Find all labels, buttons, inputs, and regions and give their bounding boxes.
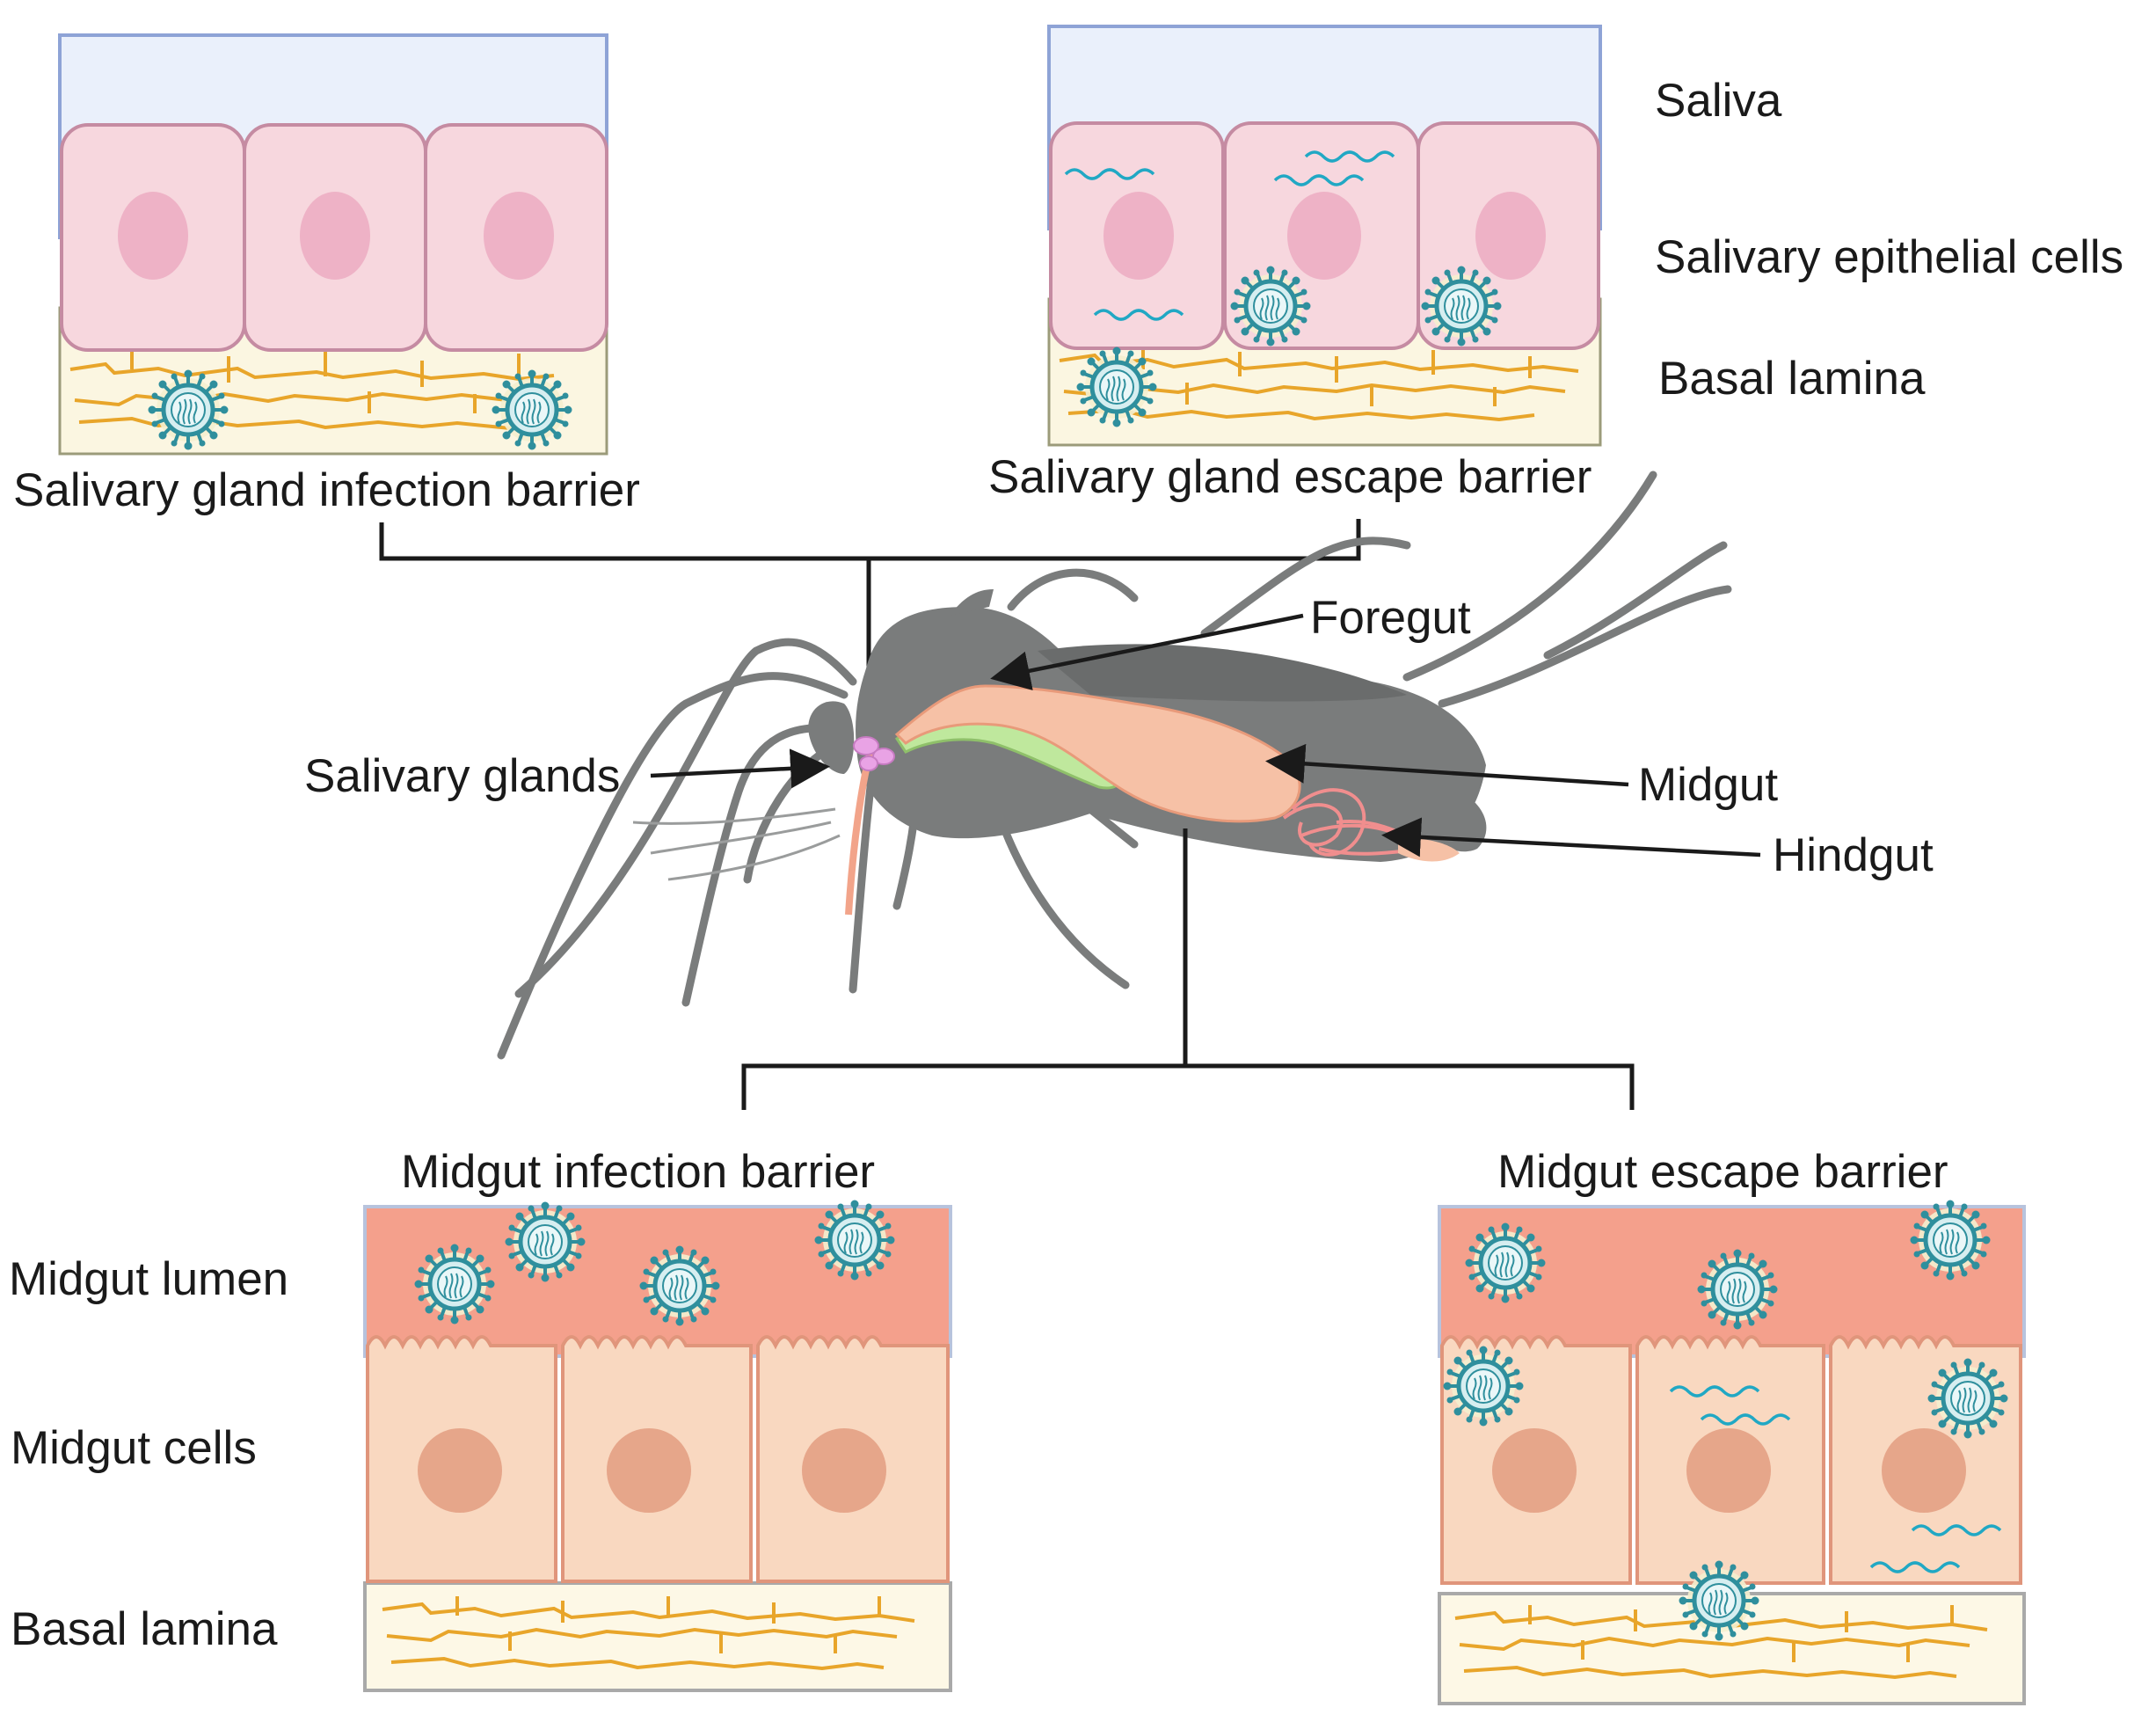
salivary-cell (243, 123, 427, 352)
nucleus (1686, 1428, 1771, 1513)
label-salivary-epithelial-cells: Salivary epithelial cells (1655, 231, 2123, 283)
virus-particle-icon (1466, 1223, 1546, 1303)
virus-particle-icon (506, 1202, 586, 1282)
label-basal-lamina-bottom: Basal lamina (11, 1603, 278, 1655)
nucleus (300, 192, 370, 280)
mosquito-illustration (497, 471, 1732, 1060)
nucleus (1882, 1428, 1966, 1513)
label-salivary-glands: Salivary glands (304, 750, 620, 802)
virus-particle-icon (1422, 266, 1502, 347)
midgut-escape-panel (1438, 1200, 2026, 1705)
midgut-cell (561, 1335, 753, 1583)
label-saliva: Saliva (1655, 75, 1782, 127)
midgut-cell (1635, 1335, 1825, 1585)
label-midgut: Midgut (1638, 759, 1778, 811)
virus-particle-icon (492, 370, 572, 450)
nucleus (1287, 192, 1361, 280)
virus-particle-icon (1698, 1250, 1778, 1330)
virus-particle-icon (640, 1246, 720, 1326)
title-midgut-escape-barrier: Midgut escape barrier (1497, 1146, 1948, 1198)
midgut-infection-panel (363, 1200, 952, 1692)
virus-particle-icon (1911, 1200, 1991, 1281)
virus-particle-icon (1679, 1561, 1759, 1641)
salivary-cell (60, 123, 246, 352)
virus-particle-icon (1444, 1346, 1524, 1427)
nucleus (1103, 192, 1174, 280)
salivary-cell (424, 123, 608, 352)
nucleus (118, 192, 188, 280)
virus-particle-icon (149, 370, 229, 450)
virus-particle-icon (415, 1244, 495, 1325)
label-midgut-lumen: Midgut lumen (9, 1253, 288, 1305)
nucleus (802, 1428, 886, 1513)
title-midgut-infection-barrier: Midgut infection barrier (401, 1146, 875, 1198)
virus-particle-icon (815, 1200, 895, 1281)
basal-lamina-fibers (382, 1596, 915, 1671)
midgut-cell (756, 1335, 950, 1583)
nucleus (418, 1428, 502, 1513)
salivary-gland-infection-panel (58, 33, 608, 456)
organ-arrows (650, 613, 1761, 858)
salivary-cell (1049, 121, 1225, 350)
nucleus (484, 192, 554, 280)
label-midgut-cells: Midgut cells (11, 1422, 257, 1474)
virus-particle-icon (1077, 347, 1157, 427)
nucleus (1475, 192, 1546, 280)
virus-particle-icon (1231, 266, 1311, 347)
salivary-glands-organ (853, 736, 895, 771)
virus-particle-icon (1928, 1359, 2008, 1439)
title-salivary-gland-escape-barrier: Salivary gland escape barrier (988, 451, 1592, 503)
salivary-gland-escape-panel (1047, 25, 1602, 447)
label-basal-lamina-top: Basal lamina (1658, 353, 1926, 405)
bottom-connector (741, 828, 1635, 1110)
nucleus (1492, 1428, 1577, 1513)
label-foregut: Foregut (1310, 592, 1471, 644)
nucleus (607, 1428, 691, 1513)
midgut-cell (366, 1335, 557, 1583)
title-salivary-gland-infection-barrier: Salivary gland infection barrier (13, 464, 640, 516)
label-hindgut: Hindgut (1773, 829, 1934, 881)
